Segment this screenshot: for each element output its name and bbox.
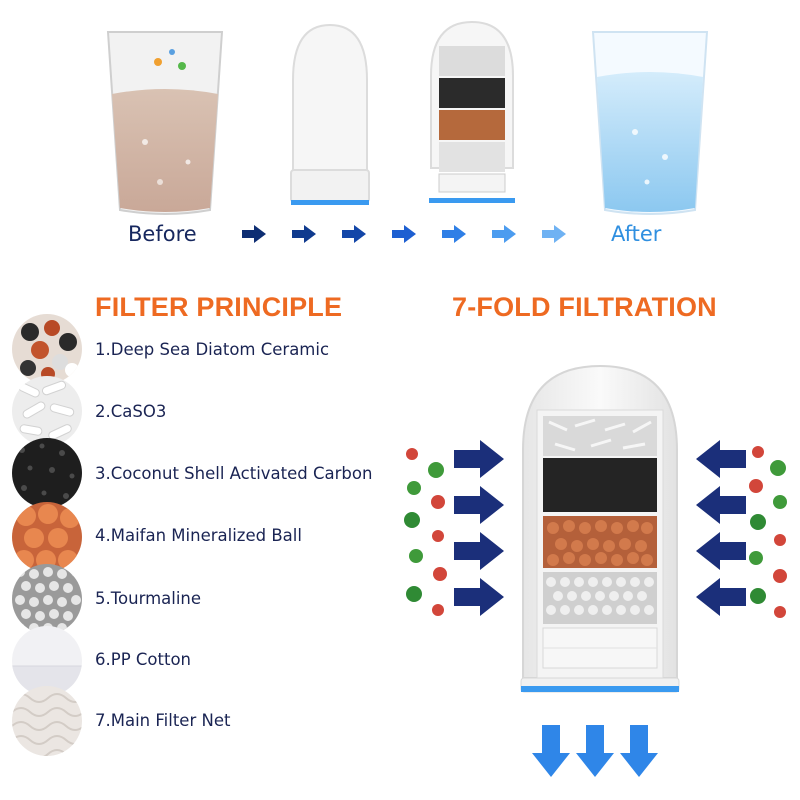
clean-water-glass-image [591,31,709,215]
down-arrow-icon [620,725,658,777]
filter-layer-label: 1.Deep Sea Diatom Ceramic [95,340,330,359]
process-arrow-icon [292,225,316,243]
pp-cotton-swatch-icon [12,626,82,696]
process-arrow-icon [492,225,516,243]
seven-fold-filtration-heading: 7-FOLD FILTRATION [452,292,717,322]
maifan-ball-swatch-icon [12,502,82,572]
filter-principle-heading: FILTER PRINCIPLE [95,292,343,322]
caso3-swatch-icon [12,376,82,446]
contaminant-germs-right [749,446,787,618]
filter-net-swatch-icon [12,686,82,756]
after-label: After [611,222,662,246]
process-arrow-icon [342,225,366,243]
filter-layer-label: 7.Main Filter Net [95,711,231,730]
dirty-water-glass-image [106,31,224,215]
tourmaline-swatch-icon [12,564,82,634]
down-arrow-icon [532,725,570,777]
top-process-row: Before After [0,0,800,260]
filter-layer-label: 2.CaSO3 [95,402,167,421]
right-arrow-icon [454,532,504,570]
germ-icon [404,448,447,616]
process-arrow-icon [442,225,466,243]
down-arrow-icon [576,725,614,777]
before-label: Before [128,222,197,246]
left-arrow-icon [696,440,746,478]
process-arrow-icon [242,225,266,243]
process-arrow-icon [542,225,566,243]
germ-icon [749,446,787,618]
filter-cartridge-diagram [520,364,680,693]
process-arrow-icon [392,225,416,243]
process-arrows [242,225,566,243]
right-arrow-icon [454,440,504,478]
contaminant-germs-left [404,448,447,616]
right-arrow-icon [454,486,504,524]
filter-layer-label: 6.PP Cotton [95,650,191,669]
right-arrow-icon [454,578,504,616]
diatom-ceramic-swatch-icon [12,314,82,384]
outflow-arrows [532,725,658,777]
inflow-arrows-left [454,440,504,616]
left-arrow-icon [696,486,746,524]
inflow-arrows-right [696,440,746,616]
filter-layer-label: 3.Coconut Shell Activated Carbon [95,464,373,483]
filter-layer-list: 1.Deep Sea Diatom Ceramic 2.CaSO3 [0,310,420,760]
filter-layer-label: 5.Tourmaline [95,589,202,608]
left-arrow-icon [696,578,746,616]
activated-carbon-swatch-icon [12,438,82,508]
left-arrow-icon [696,532,746,570]
filter-cartridge-cap-image [290,23,370,205]
filter-cartridge-cutaway-image [429,20,515,203]
filter-layer-label: 4.Maifan Mineralized Ball [95,526,302,545]
